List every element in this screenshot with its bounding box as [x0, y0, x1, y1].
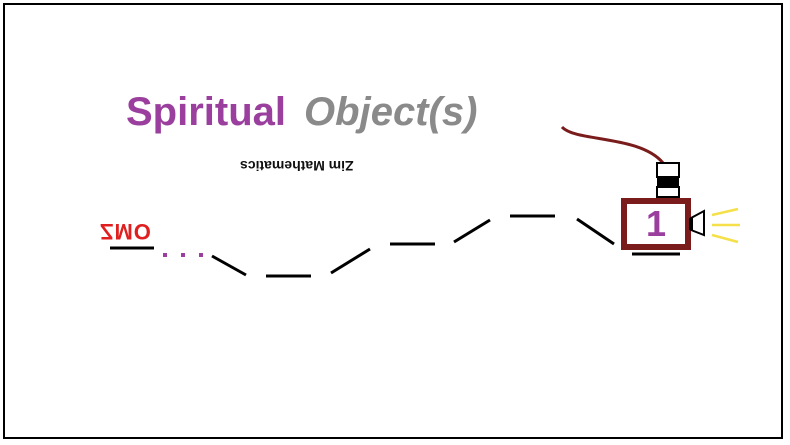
wavy-path [211, 214, 615, 278]
zmo-label: ZMO [100, 219, 152, 244]
title-word-objects: Object(s) [304, 90, 478, 134]
title-word-spiritual: Spiritual [126, 90, 287, 134]
purple-dots [163, 253, 203, 257]
box-number: 1 [645, 203, 667, 244]
cord [560, 125, 665, 164]
plug-icon [656, 162, 680, 203]
numbered-box [621, 198, 691, 250]
page-title: Spiritual Object(s) [126, 92, 477, 132]
subtitle-upside-down: Zim Mathematics [240, 158, 354, 174]
sound-rays [711, 207, 740, 244]
